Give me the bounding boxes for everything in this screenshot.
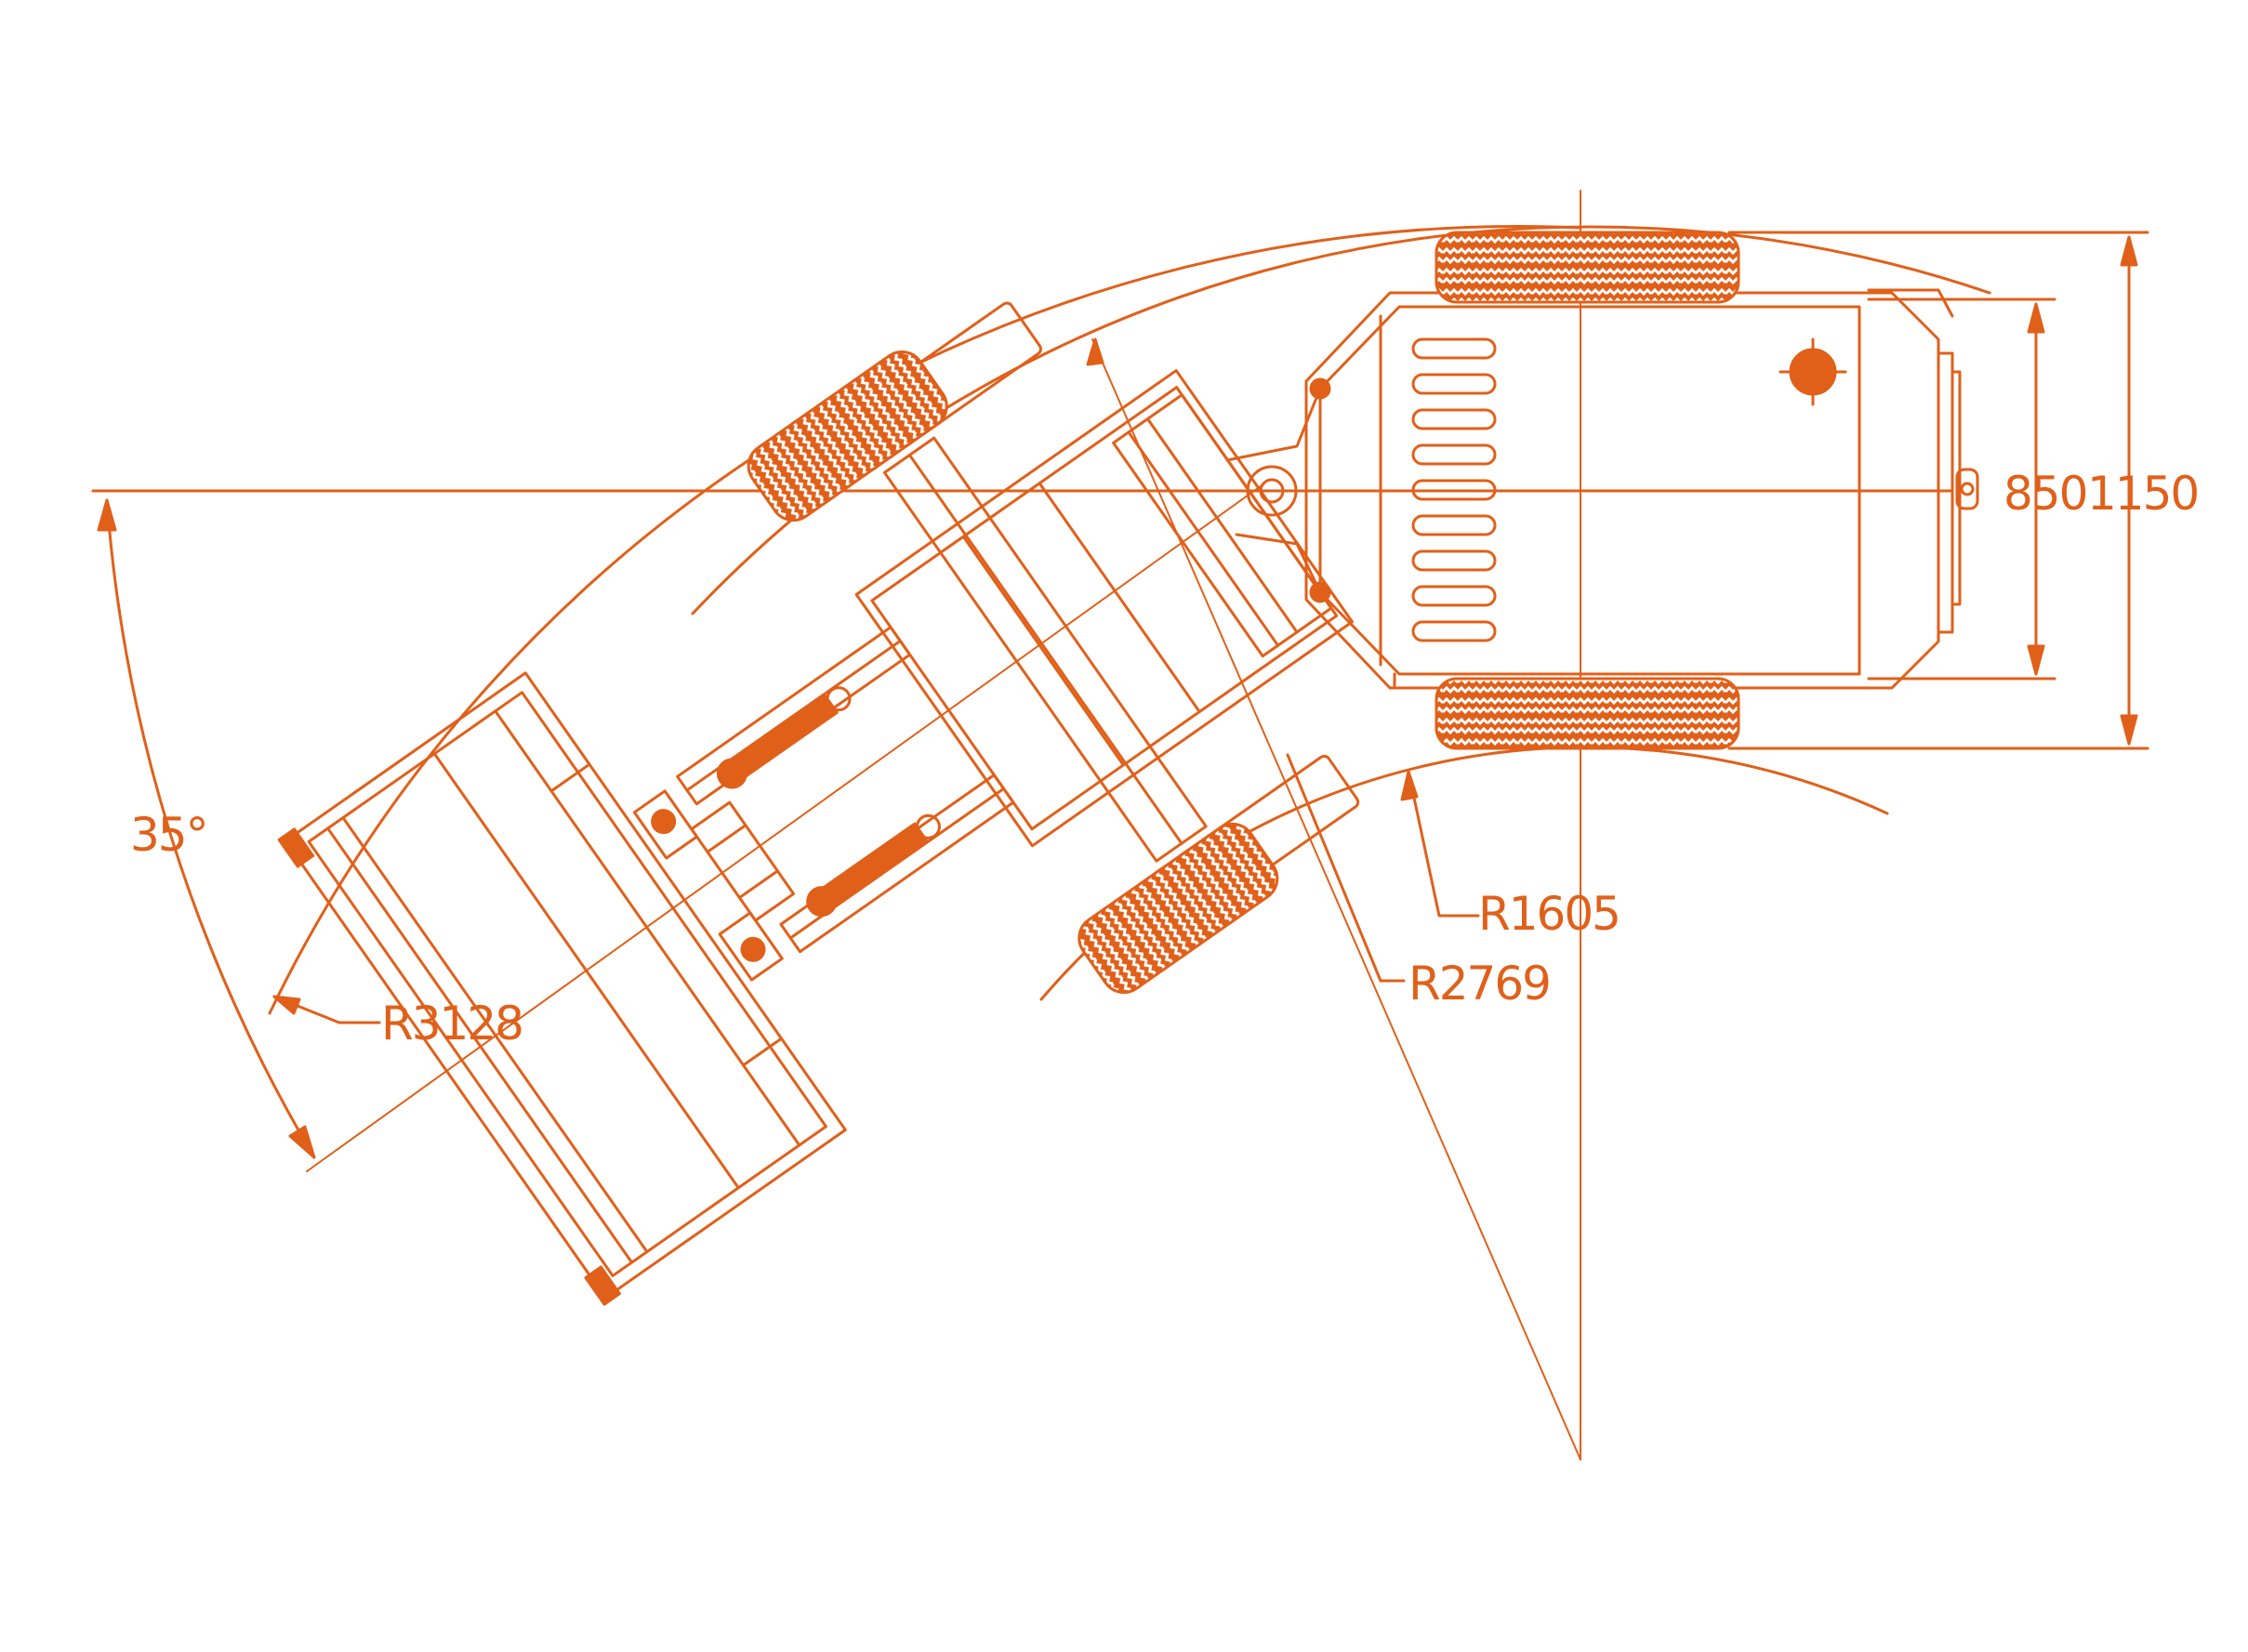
boom-centerline [306, 482, 1265, 1172]
outer-width-label: 1150 [2087, 467, 2198, 521]
rear-frame [1304, 288, 1962, 690]
angle-arrow-bottom [288, 1125, 316, 1159]
angle-label: 35° [130, 808, 207, 862]
lift-cylinder-bottom [806, 813, 941, 918]
dim-outer-arrow-top [2120, 235, 2138, 267]
bucket [277, 671, 847, 1306]
rear-wheel-top [1435, 231, 1740, 304]
dim-outer-arrow-bottom [2120, 714, 2138, 746]
leader-mid-arrow [1086, 337, 1104, 366]
inner-width-label: 850 [2003, 467, 2086, 521]
leader-inner-arrow [1400, 770, 1419, 801]
lift-cylinder-top [716, 686, 852, 789]
radius-mid-label: R2769 [1408, 957, 1550, 1011]
dim-inner-arrow-top [2027, 302, 2045, 334]
angle-dimension-arc [105, 498, 316, 1159]
leader-outer-arrow [272, 995, 301, 1015]
leader-mid-radius [1286, 753, 1406, 983]
engine-vents [1411, 337, 1497, 642]
bucket-linkage [690, 800, 796, 922]
radius-inner-label: R1605 [1478, 887, 1620, 941]
dim-inner-arrow-bottom [2027, 644, 2045, 676]
front-frame [854, 369, 1354, 848]
diagonal-centerline [1091, 338, 1581, 1460]
rear-wheel-bottom [1435, 677, 1740, 750]
angle-arrow-top [97, 498, 117, 532]
radius-outer-label: R3128 [381, 997, 522, 1051]
tow-hitch-icon [1955, 468, 1979, 510]
front-wheel-top [747, 350, 948, 522]
leader-inner-radius [1407, 770, 1480, 918]
rear-counterweight [1937, 351, 1954, 634]
fuel-cap-icon [1779, 337, 1847, 406]
front-section [277, 301, 1360, 1306]
arc-radius-outer [268, 225, 1582, 1015]
front-wheel-bottom [1078, 822, 1279, 994]
